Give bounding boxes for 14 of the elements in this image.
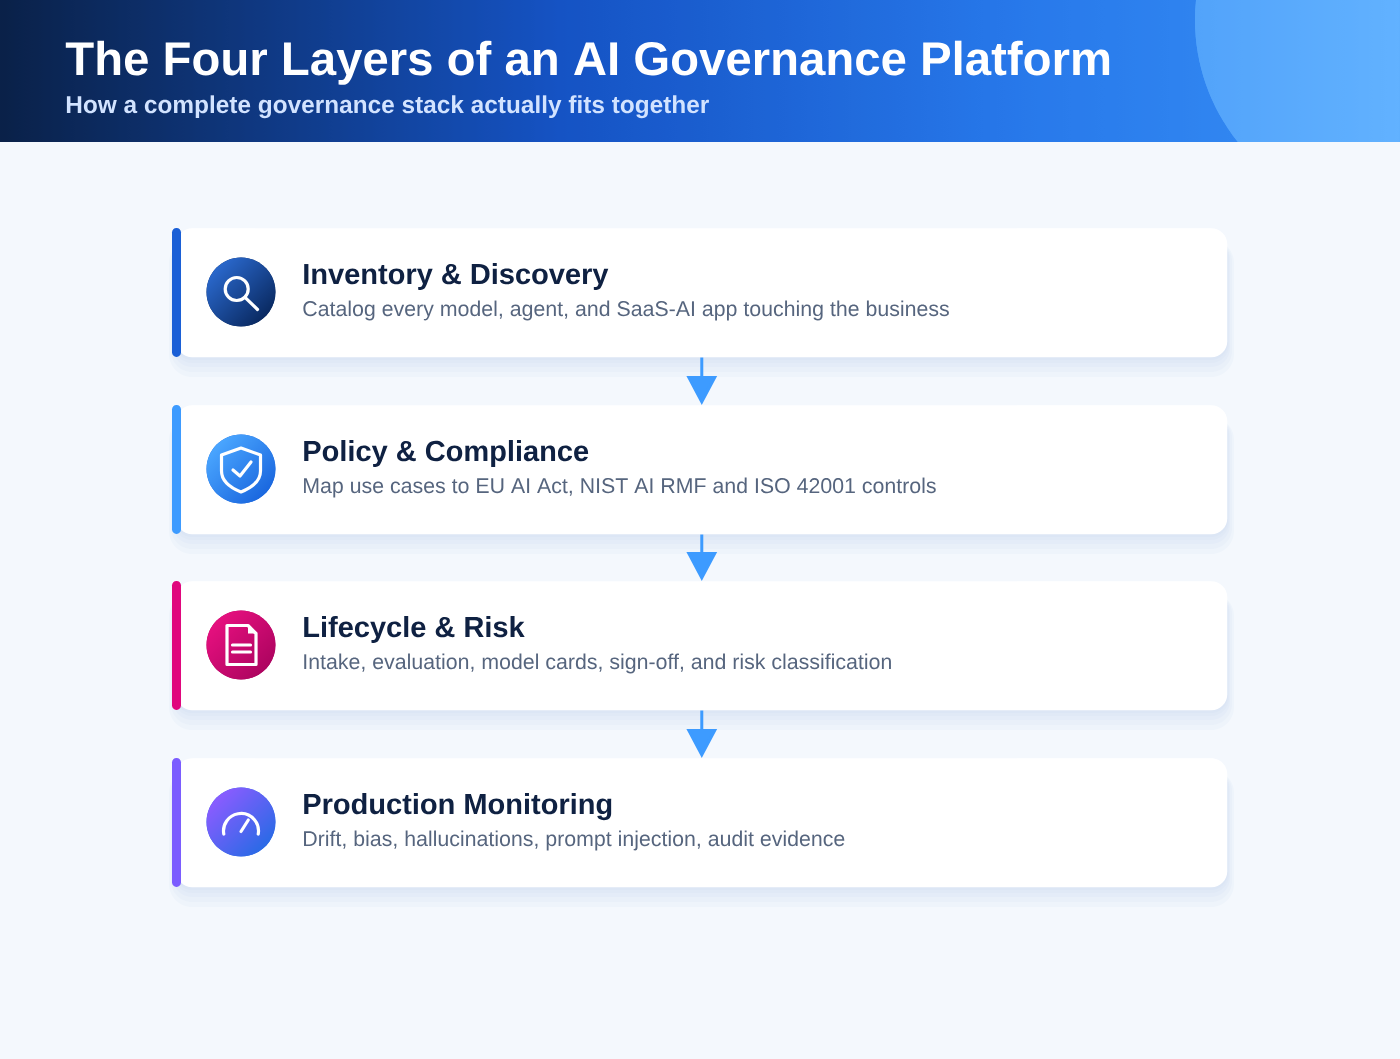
card-title: Inventory & Discovery: [304, 263, 609, 290]
layer-card: [169, 405, 1234, 554]
subtitle: How a complete governance stack actually fits together: [66, 95, 709, 119]
title: The Four Layers of an AI Governance Platform: [65, 40, 1110, 85]
card-title: Lifecycle & Risk: [304, 616, 525, 643]
card-description: Map use cases to EU AI Act, NIST AI RMF and ISO 42001 controls: [304, 477, 936, 498]
layer-card: [169, 581, 1234, 730]
card-description: Catalog every model, agent, and SaaS-AI app touching the business: [303, 300, 949, 321]
card-description: Drift, bias, hallucinations, prompt injection, audit evidence: [304, 830, 845, 851]
card-title: Production Monitoring: [304, 793, 612, 821]
layer-card: [169, 228, 1234, 377]
card-description: Intake, evaluation, model cards, sign-off, and risk classification: [304, 653, 891, 674]
card-title: Policy & Compliance: [304, 440, 589, 467]
layer-card: [169, 758, 1234, 907]
